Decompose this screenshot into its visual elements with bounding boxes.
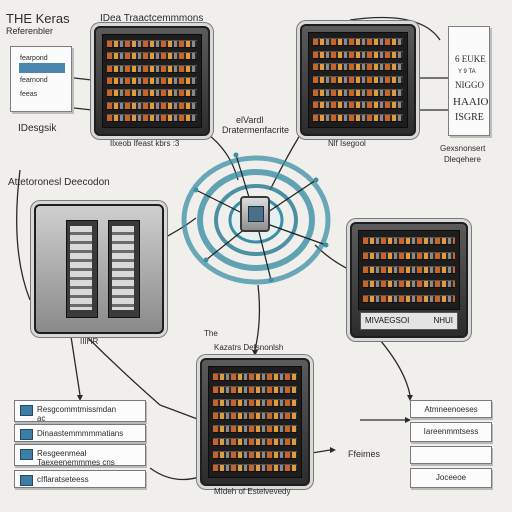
fretes-label: Ffeimes	[348, 449, 381, 459]
rack-2-caption: Nlf Isegool	[328, 139, 366, 148]
left-list-item: Dinaastemmmmmatians	[14, 424, 146, 442]
list-item-text: Resgeenmeal Taexeenemmmes cns	[37, 449, 115, 466]
card-row: fearpond	[20, 55, 48, 62]
rack-drives-right	[112, 226, 134, 310]
hub-processor-icon	[240, 196, 270, 232]
right-card-line: 6 EUKE	[455, 54, 486, 64]
card-row: fearnond	[20, 77, 48, 84]
document-icon	[20, 449, 33, 460]
right-card-line: Y 9 TA	[458, 69, 476, 75]
hub-label-a: elVardl	[236, 115, 264, 125]
list-item-sub: ac	[37, 414, 46, 422]
rack-1-caption: Ilxeob Ifeast kbrs :3	[110, 139, 180, 148]
list-item-text: Resgcommtmissmdan	[37, 405, 117, 414]
server-rack-5	[200, 358, 310, 486]
desgsik-label: IDesgsik	[18, 123, 57, 134]
left-mid-label: Attetoronesl Deecodon	[8, 177, 110, 188]
card-row: feeas	[20, 91, 38, 98]
top-center-label: IDea Traactcemmmons	[100, 13, 204, 24]
server-rack-2	[300, 24, 416, 136]
plate-text-a: MIVAEGSOI	[365, 316, 410, 325]
list-item-text: Joceeoe	[435, 473, 467, 482]
list-item-text: Atmneenoeses	[424, 405, 478, 414]
rack-3-plate: MIVAEGSOI NHUI	[360, 312, 458, 330]
diagram-title: THE Keras	[6, 11, 70, 26]
left-list-item: Resgcommtmissmdan ac	[14, 400, 146, 422]
server-rack-3: MIVAEGSOI NHUI	[350, 222, 468, 338]
rack-shelves	[358, 230, 460, 310]
right-list-item: Joceeoe	[410, 468, 492, 488]
server-rack-4	[34, 204, 164, 334]
list-item-text: Dinaastemmmmmatians	[37, 429, 124, 438]
right-card: 6 EUKE Y 9 TA NIGGO HAAIO ISGRE	[448, 26, 490, 136]
rack-shelves	[208, 366, 302, 478]
right-card-line: ISGRE	[455, 112, 484, 123]
top-left-card: fearpond fearnond feeas	[10, 46, 72, 112]
plate-text-b: NHUI	[433, 316, 453, 325]
right-list-item	[410, 446, 492, 464]
right-card-caption-b: Dleqehere	[444, 155, 481, 164]
hub-bottom-label-b: Kazatrs Defsnonlsh	[214, 343, 284, 352]
left-list-item: cIflaratseteess	[14, 470, 146, 488]
right-card-line: NIGGO	[455, 80, 484, 90]
document-icon	[20, 429, 33, 440]
server-rack-1	[94, 26, 210, 136]
rack-shelves	[102, 34, 202, 128]
right-list-item: Iareenmmtsess	[410, 422, 492, 442]
rack-shelves	[308, 32, 408, 128]
left-list-item: Resgeenmeal Taexeenemmmes cns cegronsreo…	[14, 444, 146, 466]
hub-label-b: Dratermenfacrite	[222, 125, 290, 135]
list-item-text: cIflaratseteess	[37, 475, 89, 484]
card-bar	[19, 63, 65, 73]
right-list-item: Atmneenoeses	[410, 400, 492, 418]
rack-4-caption: IIIHR	[80, 337, 99, 346]
list-item-text: Iareenmmtsess	[423, 427, 479, 436]
document-icon	[20, 405, 33, 416]
right-card-line: HAAIO	[453, 96, 489, 108]
hub-bottom-label-a: The	[204, 329, 218, 338]
rack-drives-left	[70, 226, 92, 310]
rack-5-caption: MIdeh of Estelvevedy	[214, 487, 291, 496]
diagram-subtitle: Referenbler	[6, 26, 54, 36]
document-icon	[20, 475, 33, 486]
right-card-caption-a: Gexsnonsert	[440, 144, 486, 153]
